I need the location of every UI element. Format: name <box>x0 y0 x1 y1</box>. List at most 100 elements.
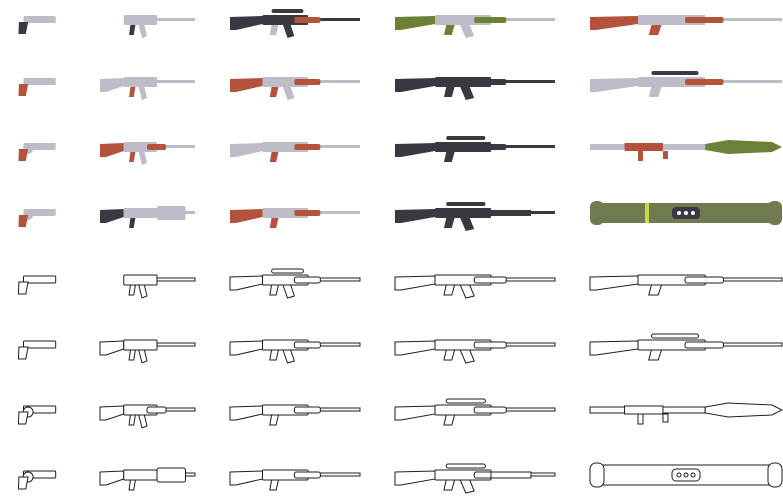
magazine <box>282 25 295 38</box>
sniper-rifle-icon-outline <box>589 333 783 361</box>
magazine <box>460 218 475 231</box>
hunting-rifle-icon <box>590 15 782 35</box>
tube-stripe <box>645 203 649 223</box>
stock <box>394 275 436 291</box>
grip <box>17 281 29 295</box>
barrel <box>308 18 360 21</box>
magazine <box>459 349 475 364</box>
handguard <box>293 406 321 414</box>
ak-rifle-green-icon-outline <box>394 274 556 299</box>
grip <box>638 151 643 161</box>
receiver <box>123 274 158 286</box>
scoped-rifle-icon-outline <box>394 398 556 426</box>
grip-front <box>662 413 669 423</box>
grenade-launcher-icon-outline <box>99 467 196 491</box>
tube-dot <box>683 472 689 478</box>
stock <box>230 209 263 223</box>
scope <box>271 9 304 13</box>
wood-guard <box>624 143 663 151</box>
magazine <box>138 284 148 299</box>
long-revolver-icon-outline <box>17 470 57 490</box>
pistol-grip <box>648 25 662 35</box>
scope <box>446 202 486 206</box>
barrel <box>157 145 195 148</box>
handguard <box>147 144 167 150</box>
magazine <box>138 87 148 100</box>
stock <box>395 16 435 30</box>
ak-rifle-wood-icon-outline <box>229 339 361 364</box>
magazine <box>138 152 148 165</box>
suppressor <box>491 210 531 216</box>
barrel <box>308 211 360 214</box>
tube-dot <box>684 211 688 215</box>
scope <box>445 463 486 469</box>
stock <box>229 340 263 356</box>
slide <box>23 275 57 284</box>
grenade-launcher-icon <box>100 206 195 228</box>
pistol-grip <box>128 414 136 426</box>
grenade-barrel <box>156 467 186 483</box>
stock <box>100 209 124 223</box>
scope <box>650 333 699 339</box>
scope <box>445 398 486 404</box>
shotgun-icon <box>230 142 360 162</box>
handguard <box>473 276 507 284</box>
ak-rifle-wood-icon <box>230 77 360 100</box>
stock <box>230 78 263 92</box>
pistol-grip <box>129 218 136 228</box>
assault-rifle-icon-outline <box>229 268 361 299</box>
pistol-icon-outline <box>17 275 57 295</box>
slide <box>23 340 57 349</box>
smg-folding-stock-icon <box>100 77 195 100</box>
scope <box>271 268 304 274</box>
pistol-grip <box>269 87 279 97</box>
stock <box>394 405 436 421</box>
pistol-grip <box>443 414 456 426</box>
warhead <box>704 402 783 418</box>
stock <box>590 78 638 92</box>
wood-guard <box>624 405 664 415</box>
stock <box>589 275 639 291</box>
pistol-grip <box>128 479 136 491</box>
rear-flare <box>590 201 604 225</box>
receiver <box>123 469 158 481</box>
submachine-gun-icon-outline <box>123 274 196 299</box>
grip-front <box>662 151 668 159</box>
grip <box>18 215 29 227</box>
handguard <box>293 276 321 284</box>
stock <box>230 16 263 30</box>
scope <box>651 71 699 75</box>
barrel <box>156 277 196 282</box>
receiver <box>123 208 157 218</box>
pistol-grip <box>269 218 279 228</box>
hunting-rifle-icon-outline <box>589 274 783 296</box>
pistol-icon <box>18 16 56 34</box>
receiver <box>123 339 158 351</box>
handguard <box>685 17 724 23</box>
grip <box>18 22 29 34</box>
handguard <box>684 276 724 284</box>
pistol-grip <box>269 284 280 296</box>
pistol-grip <box>128 349 136 361</box>
handguard <box>293 341 321 349</box>
sniper-rifle-icon <box>590 71 782 97</box>
slide <box>23 16 56 23</box>
ak-rifle-icon-outline <box>99 404 196 429</box>
barrel <box>308 80 360 83</box>
pistol-grip <box>269 479 280 491</box>
handguard <box>294 79 321 85</box>
warhead <box>705 140 782 154</box>
pistol-grip <box>129 25 136 35</box>
stock <box>229 405 263 421</box>
handguard <box>294 210 321 216</box>
stock <box>590 16 638 30</box>
scoped-rifle-icon <box>395 136 555 162</box>
pistol-grip <box>443 349 456 361</box>
handguard <box>294 144 321 150</box>
handguard <box>474 17 507 23</box>
barrel <box>156 342 196 347</box>
handguard <box>473 406 507 414</box>
stock <box>230 143 263 157</box>
stock <box>395 143 435 157</box>
grip <box>18 84 29 96</box>
